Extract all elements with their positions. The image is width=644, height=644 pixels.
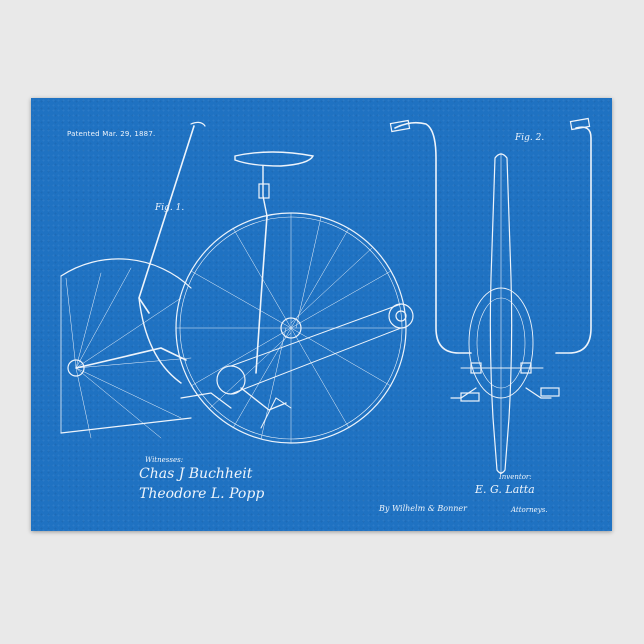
blueprint-poster: Patented Mar. 29, 1887. Fig. 1. Fig. 2. … (31, 98, 612, 531)
fig2-front-view (390, 118, 591, 473)
front-wheel (176, 213, 406, 443)
fig1-label: Fig. 1. (155, 203, 184, 213)
bicycle-patent-drawing (31, 98, 612, 531)
rear-wheel (61, 259, 191, 438)
fig2-label: Fig. 2. (515, 133, 544, 143)
witness-1-signature: Chas J Buchheit (139, 466, 252, 482)
patent-date: Patented Mar. 29, 1887. (67, 130, 155, 138)
attorney-by-line: By Wilhelm & Bonner (379, 504, 467, 513)
attorneys-label: Attorneys. (511, 506, 548, 514)
inventor-label: Inventor: (499, 473, 532, 481)
witnesses-label: Witnesses: (145, 456, 183, 464)
inventor-signature: E. G. Latta (475, 483, 535, 496)
witness-2-signature: Theodore L. Popp (139, 486, 264, 502)
steering-rod (76, 122, 205, 383)
